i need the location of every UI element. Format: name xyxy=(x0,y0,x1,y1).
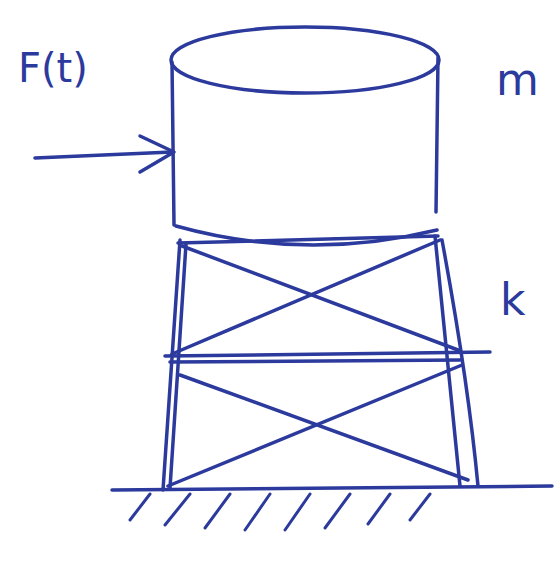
force-label: F(t) xyxy=(18,48,88,88)
cross-brace xyxy=(182,246,458,350)
mass-label: m xyxy=(496,58,539,102)
tank-wall xyxy=(172,62,174,225)
tower-leg xyxy=(170,244,186,488)
cross-brace xyxy=(172,240,440,354)
tank-top xyxy=(171,27,439,93)
tank-bottom xyxy=(176,226,437,245)
force-arrow xyxy=(35,152,172,158)
stiffness-label: k xyxy=(500,278,525,322)
tower-beam xyxy=(178,236,438,243)
tower-leg xyxy=(442,240,478,486)
tower-beam xyxy=(165,352,490,356)
force-arrowhead xyxy=(140,136,174,172)
cross-brace xyxy=(168,365,462,486)
tower-beam xyxy=(170,360,460,362)
ground-hatch xyxy=(130,494,430,530)
ground-line xyxy=(112,486,552,490)
tank-wall xyxy=(436,58,438,212)
